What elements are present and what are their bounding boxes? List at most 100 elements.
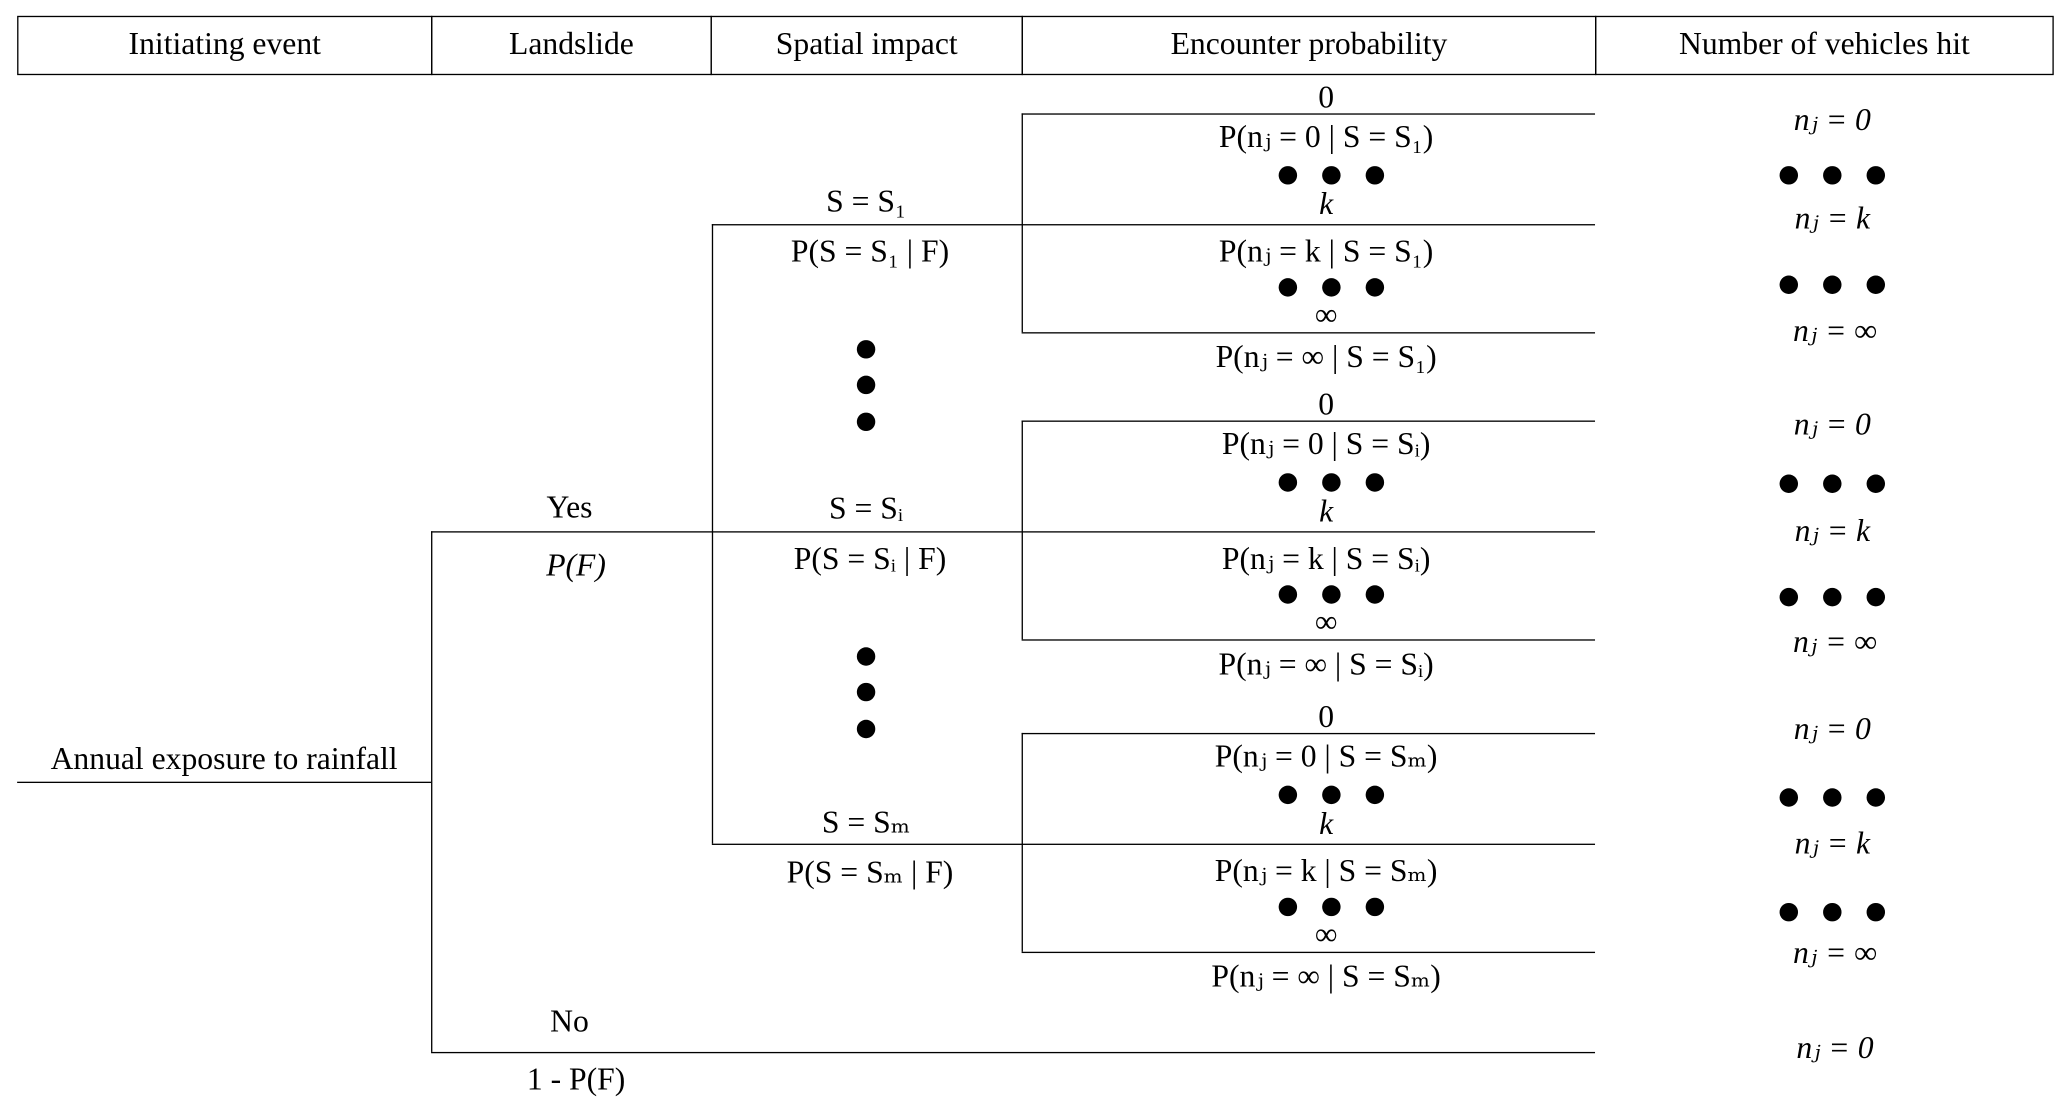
ellipsis-dot — [1278, 166, 1298, 185]
ellipsis-dot — [1823, 788, 1842, 807]
encounter-label: P(nⱼ = 0 | S = Sₘ) — [1214, 740, 1438, 775]
branch-line — [1021, 843, 1596, 845]
ellipsis-dot — [1779, 902, 1799, 922]
ellipsis-dot — [856, 719, 876, 739]
ellipsis-dot — [1823, 275, 1842, 294]
encounter-label: P(nⱼ = ∞ | S = Sᵢ) — [1218, 647, 1434, 683]
ellipsis-dot — [1365, 585, 1385, 604]
header-4: Number of vehicles hit — [1595, 15, 2054, 76]
ellipsis-dot — [1866, 275, 1886, 294]
encounter-label: P(nⱼ = k | S = S₁) — [1218, 235, 1434, 270]
header-2: Spatial impact — [710, 15, 1023, 76]
branch-line — [1021, 732, 1596, 735]
ellipsis-dot — [1278, 585, 1298, 604]
ellipsis-dot — [1322, 473, 1341, 492]
ellipsis-dot — [1866, 788, 1886, 807]
ellipsis-dot — [1779, 587, 1799, 607]
outcome-label: nⱼ = ∞ — [1792, 625, 1877, 660]
ellipsis-dot — [1365, 785, 1385, 805]
ellipsis-dot — [1278, 473, 1298, 492]
outcome-label: nⱼ = ∞ — [1792, 314, 1877, 349]
outcome-label: nⱼ = 0 — [1793, 103, 1871, 138]
encounter-label: k — [1319, 807, 1334, 842]
ellipsis-dot — [1278, 897, 1298, 917]
yes-prob-label: P(F) — [546, 549, 606, 584]
no-line — [431, 1051, 1596, 1054]
ellipsis-dot — [1866, 587, 1886, 607]
ellipsis-dot — [856, 375, 876, 395]
encounter-label: P(nⱼ = ∞ | S = Sₘ) — [1211, 960, 1441, 995]
ellipsis-dot — [1779, 275, 1799, 294]
yes-label: Yes — [546, 491, 593, 526]
encounter-label: P(nⱼ = 0 | S = S₁) — [1218, 120, 1434, 155]
encounter-label: P(nⱼ = ∞ | S = S₁) — [1215, 340, 1437, 376]
branch-line — [1021, 224, 1596, 226]
outcome-label: nⱼ = 0 — [1793, 712, 1871, 747]
encounter-label: k — [1319, 187, 1334, 223]
ellipsis-dot — [1866, 474, 1886, 494]
branch-line — [1021, 332, 1596, 334]
spatial-label: S = Sᵢ — [829, 492, 904, 527]
spatial-label: S = S₁ — [826, 185, 907, 220]
spatial-prob-label: P(S = Sₘ | F) — [786, 856, 954, 891]
initiating-event-label: Annual exposure to rainfall — [50, 742, 398, 778]
sm-line — [711, 843, 1022, 845]
outcome-label: nⱼ = 0 — [1793, 407, 1871, 443]
ellipsis-dot — [1365, 278, 1385, 297]
ellipsis-dot — [1322, 278, 1341, 297]
spatial-prob-label: P(S = S₁ | F) — [790, 235, 950, 270]
ellipsis-dot — [1322, 166, 1341, 185]
ellipsis-dot — [856, 412, 876, 432]
encounter-label: ∞ — [1314, 918, 1338, 953]
no-outcome-label: nⱼ = 0 — [1796, 1031, 1874, 1066]
branch-line — [1021, 531, 1596, 533]
encounter-label: P(nⱼ = k | S = Sᵢ) — [1221, 542, 1431, 577]
ellipsis-dot — [856, 647, 876, 666]
encounter-label: P(nⱼ = k | S = Sₘ) — [1214, 854, 1438, 890]
ellipsis-dot — [1823, 587, 1842, 607]
branch-line — [1021, 639, 1596, 641]
s1-line — [711, 224, 1022, 226]
encounter-label: 0 — [1318, 700, 1335, 735]
no-prob-label: 1 - P(F) — [526, 1063, 626, 1098]
outcome-label: nⱼ = k — [1794, 202, 1870, 237]
ellipsis-dot — [1823, 474, 1842, 494]
outcome-label: nⱼ = k — [1794, 827, 1870, 862]
landslide-split — [431, 531, 433, 1052]
outcome-label: nⱼ = k — [1794, 514, 1870, 550]
encounter-label: 0 — [1318, 388, 1335, 423]
encounter-label: P(nⱼ = 0 | S = Sᵢ) — [1221, 427, 1431, 463]
ellipsis-dot — [1322, 585, 1341, 604]
spatial-prob-label: P(S = Sᵢ | F) — [793, 542, 947, 577]
ellipsis-dot — [856, 682, 876, 702]
ellipsis-dot — [1779, 474, 1799, 494]
ellipsis-dot — [1322, 785, 1341, 805]
ellipsis-dot — [1365, 897, 1385, 917]
encounter-split — [1021, 420, 1023, 640]
ellipsis-dot — [1823, 902, 1842, 922]
spatial-split — [711, 224, 714, 844]
ellipsis-dot — [1866, 902, 1886, 922]
ellipsis-dot — [1278, 785, 1298, 805]
header-1: Landslide — [431, 15, 712, 76]
ellipsis-dot — [856, 340, 876, 359]
branch-line — [1021, 113, 1596, 115]
encounter-split — [1021, 113, 1023, 333]
ellipsis-dot — [1365, 166, 1385, 185]
branch-line — [1021, 951, 1596, 954]
header-3: Encounter probability — [1021, 15, 1597, 76]
branch-line — [1021, 420, 1596, 422]
ellipsis-dot — [1278, 278, 1298, 297]
ellipsis-dot — [1779, 788, 1799, 807]
ellipsis-dot — [1823, 166, 1842, 185]
encounter-label: ∞ — [1314, 298, 1338, 333]
root-line — [17, 781, 432, 784]
ellipsis-dot — [1322, 897, 1341, 917]
encounter-label: k — [1319, 494, 1334, 530]
ellipsis-dot — [1779, 166, 1799, 185]
outcome-label: nⱼ = ∞ — [1792, 936, 1877, 971]
ellipsis-dot — [1365, 473, 1385, 492]
encounter-label: 0 — [1318, 81, 1335, 116]
header-0: Initiating event — [17, 15, 433, 76]
